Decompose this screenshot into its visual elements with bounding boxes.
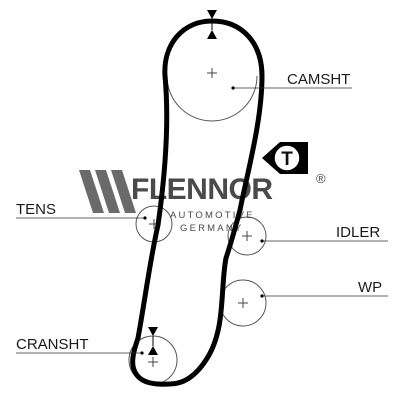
registered-mark: ® bbox=[316, 171, 326, 186]
tensioner-badge: T bbox=[262, 142, 308, 174]
tensioner-label: TENS bbox=[16, 201, 56, 218]
water-pump-label: WP bbox=[358, 279, 382, 296]
flennor-logo: FLENNOR ® AUTOMOTIVE GERMANY bbox=[79, 170, 326, 234]
leader-dots bbox=[140, 86, 264, 355]
idler-label: IDLER bbox=[336, 224, 380, 241]
crankshaft-timing-mark-icon bbox=[148, 327, 158, 355]
crankshaft-label: CRANSHT bbox=[16, 336, 89, 353]
idler-pulley bbox=[227, 216, 267, 256]
water-pump-pulley bbox=[219, 279, 267, 327]
camshaft-timing-mark-icon bbox=[207, 10, 217, 39]
timing-belt bbox=[130, 18, 265, 387]
tensioner-badge-letter: T bbox=[281, 149, 293, 170]
flennor-stripes-icon bbox=[79, 170, 136, 213]
leader-lines bbox=[16, 87, 388, 354]
camshaft-pulley bbox=[166, 68, 258, 122]
logo-tagline-germany: GERMANY bbox=[180, 223, 243, 234]
camshaft-label: CAMSHT bbox=[287, 71, 350, 88]
logo-brand-text: FLENNOR bbox=[131, 173, 273, 206]
logo-tagline-automotive: AUTOMOTIVE bbox=[170, 210, 255, 221]
